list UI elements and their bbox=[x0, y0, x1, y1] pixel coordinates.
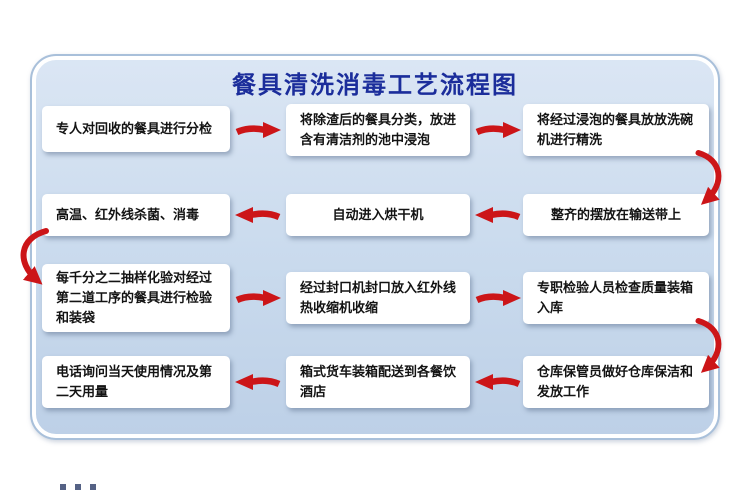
step-box-2: 将除渣后的餐具分类，放进含有清洁剂的池中浸泡 bbox=[286, 104, 470, 156]
step-box-4: 整齐的摆放在输送带上 bbox=[523, 194, 709, 236]
arrow-step4-step5-left-icon bbox=[475, 207, 521, 223]
arrow-step3-step4-curve-down-icon bbox=[695, 150, 722, 205]
page-title: 餐具清洗消毒工艺流程图 bbox=[232, 72, 518, 99]
step-box-9: 专职检验人员检查质量装箱入库 bbox=[523, 272, 709, 324]
step-box-10: 仓库保管员做好仓库保洁和发放工作 bbox=[523, 356, 709, 408]
step-box-7: 每千分之二抽样化验对经过第二道工序的餐具进行检验和装袋 bbox=[42, 264, 230, 332]
arrow-step9-step10-curve-down-icon bbox=[695, 318, 722, 373]
step-box-6: 高温、红外线杀菌、消毒 bbox=[42, 194, 230, 236]
arrow-step2-step3-right-icon bbox=[475, 122, 521, 138]
bottom-edge-mark-dot bbox=[75, 484, 81, 490]
arrow-step5-step6-left-icon bbox=[235, 207, 281, 223]
bottom-edge-mark bbox=[60, 484, 108, 491]
arrow-step7-step8-right-icon bbox=[235, 290, 281, 306]
arrow-step11-step12-left-icon bbox=[235, 374, 281, 390]
step-box-12: 电话询问当天使用情况及第二天用量 bbox=[42, 356, 230, 408]
step-box-8: 经过封口机封口放入红外线热收缩机收缩 bbox=[286, 272, 470, 324]
flowchart-panel: 餐具清洗消毒工艺流程图 专人对回收的餐具进行分检 将除渣后的餐具分类，放进含有清… bbox=[20, 54, 722, 440]
arrow-step1-step2-right-icon bbox=[235, 122, 281, 138]
bottom-edge-mark-dot bbox=[90, 484, 96, 490]
arrow-step8-step9-right-icon bbox=[475, 290, 521, 306]
arrow-step6-step7-curve-down-icon bbox=[20, 228, 49, 285]
step-box-3: 将经过浸泡的餐具放放洗碗机进行精洗 bbox=[523, 104, 709, 156]
arrow-step10-step11-left-icon bbox=[475, 374, 521, 390]
step-box-11: 箱式货车装箱配送到各餐饮酒店 bbox=[286, 356, 470, 408]
bottom-edge-mark-dot bbox=[60, 484, 66, 490]
step-box-5: 自动进入烘干机 bbox=[286, 194, 470, 236]
step-box-1: 专人对回收的餐具进行分检 bbox=[42, 106, 230, 152]
